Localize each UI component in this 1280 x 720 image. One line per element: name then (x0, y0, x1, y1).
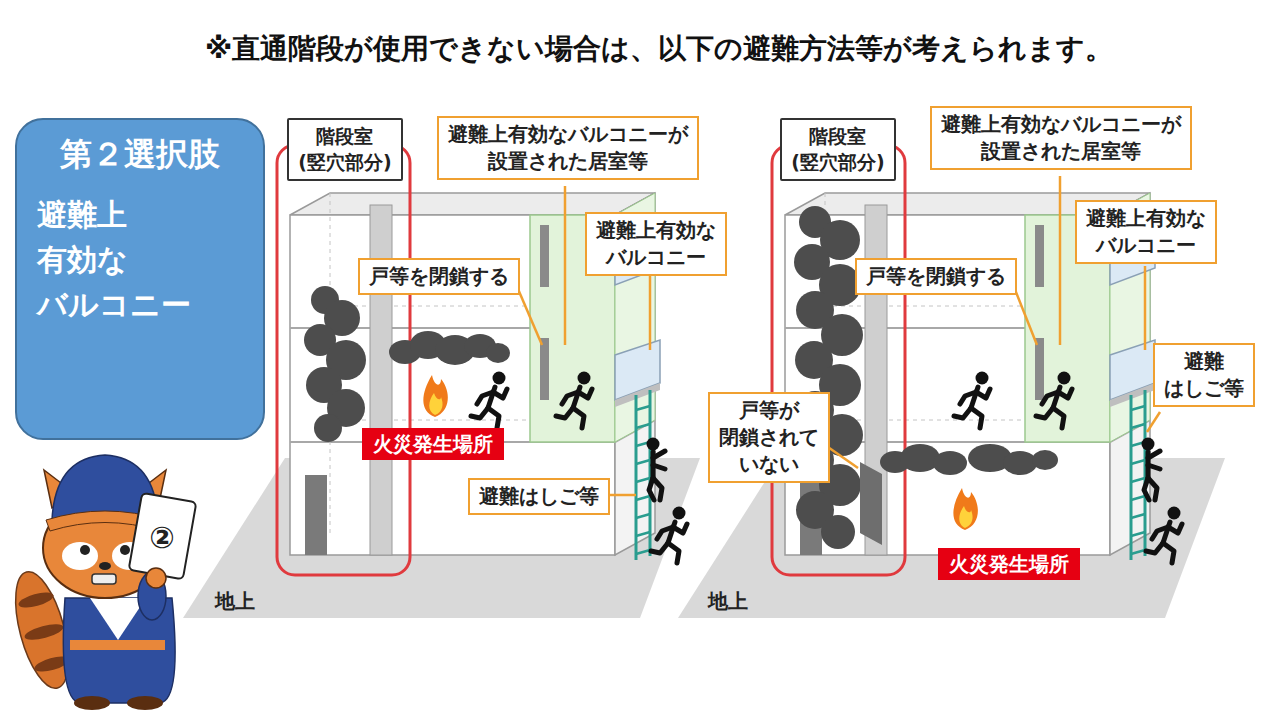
callout-number: ② (149, 520, 174, 555)
box-text: 避難上有効な バルコニー (596, 217, 716, 271)
callout-box: 戸等を閉鎖する (855, 258, 1017, 295)
evacuee-figure (651, 507, 687, 564)
building (277, 145, 660, 575)
evacuee-figure (1142, 438, 1161, 501)
stairwell-callout: 階段室 (竪穴部分) (780, 118, 896, 181)
fire-icon (953, 488, 978, 530)
box-text: 火災発生場所 (949, 550, 1069, 578)
box-text: 第２選択肢 (60, 134, 220, 176)
option-panel: 第２選択肢避難上 有効な バルコニー (15, 118, 265, 440)
box-text: 火災発生場所 (373, 430, 493, 458)
stairwell-callout: 階段室 (竪穴部分) (287, 118, 403, 181)
box-text: 戸等を閉鎖する (866, 263, 1006, 290)
evacuee-figure (471, 372, 507, 429)
mascot (5, 455, 196, 710)
evacuee-figure (1036, 372, 1072, 429)
callout-box: 避難 はしご等 (1153, 343, 1255, 407)
fire-location-tag: 火災発生場所 (938, 548, 1080, 580)
evacuee-figure (954, 372, 990, 429)
ground-label: 地上 (708, 588, 748, 615)
ground-label: 地上 (215, 588, 255, 615)
box-text: 避難 はしご等 (1164, 348, 1244, 402)
leader-line (515, 176, 1160, 495)
box-body-text: 避難上 有効な バルコニー (37, 192, 191, 327)
box-text: 避難上有効なバルコニーが 設置された居室等 (448, 121, 688, 175)
callout-box: 戸等を閉鎖する (358, 258, 520, 295)
box-text: 階段室 (竪穴部分) (791, 124, 884, 175)
box-text: 階段室 (竪穴部分) (298, 124, 391, 175)
evacuee-figure (1146, 507, 1182, 564)
callout-box: 避難上有効な バルコニー (1075, 200, 1217, 264)
page-heading: ※直通階段が使用できない場合は、以下の避難方法等が考えられます。 (205, 30, 1113, 68)
callout-box: 避難上有効なバルコニーが 設置された居室等 (437, 116, 699, 180)
smoke (794, 206, 1058, 549)
box-text: 戸等が 閉鎖されて いない (719, 397, 819, 478)
box-text: 避難はしご等 (479, 483, 599, 510)
callout-box: 避難はしご等 (468, 478, 610, 515)
callout-box: 避難上有効な バルコニー (585, 212, 727, 276)
fire-location-tag: 火災発生場所 (362, 428, 504, 460)
box-text: 戸等を閉鎖する (369, 263, 509, 290)
evacuee-figure (647, 438, 666, 501)
evacuee-figure (556, 372, 592, 429)
callout-box: 戸等が 閉鎖されて いない (708, 392, 830, 483)
fire-icon (423, 375, 448, 417)
box-text: 避難上有効なバルコニーが 設置された居室等 (941, 111, 1181, 165)
callout-box: 避難上有効なバルコニーが 設置された居室等 (930, 106, 1192, 170)
box-text: 避難上有効な バルコニー (1086, 205, 1206, 259)
open-door (860, 462, 882, 545)
smoke (304, 286, 510, 442)
